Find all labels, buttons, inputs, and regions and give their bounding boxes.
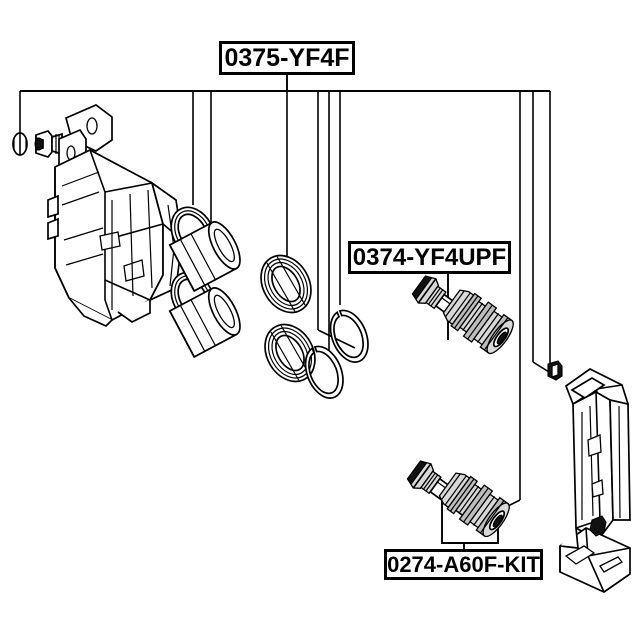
part-number-label-0375-yf4f[interactable]: 0375-YF4F bbox=[219, 41, 355, 75]
part-number-label-0374-yf4upf[interactable]: 0374-YF4UPF bbox=[348, 241, 511, 274]
part-retaining-snap-ring bbox=[304, 309, 369, 399]
part-bracket-pin-cap bbox=[547, 360, 563, 381]
part-dust-boot bbox=[260, 254, 316, 383]
part-caliper-mounting-bracket bbox=[559, 368, 631, 593]
part-bleeder-screw bbox=[34, 130, 63, 158]
part-lower-guide-pin-boot bbox=[438, 472, 510, 538]
part-dust-cap bbox=[12, 132, 28, 156]
part-number-label-0274-a60f-kit[interactable]: 0274-A60F-KIT bbox=[384, 549, 543, 580]
part-upper-guide-pin-bushing bbox=[442, 289, 514, 355]
part-caliper-piston bbox=[168, 221, 241, 359]
part-caliper-body bbox=[47, 104, 183, 328]
